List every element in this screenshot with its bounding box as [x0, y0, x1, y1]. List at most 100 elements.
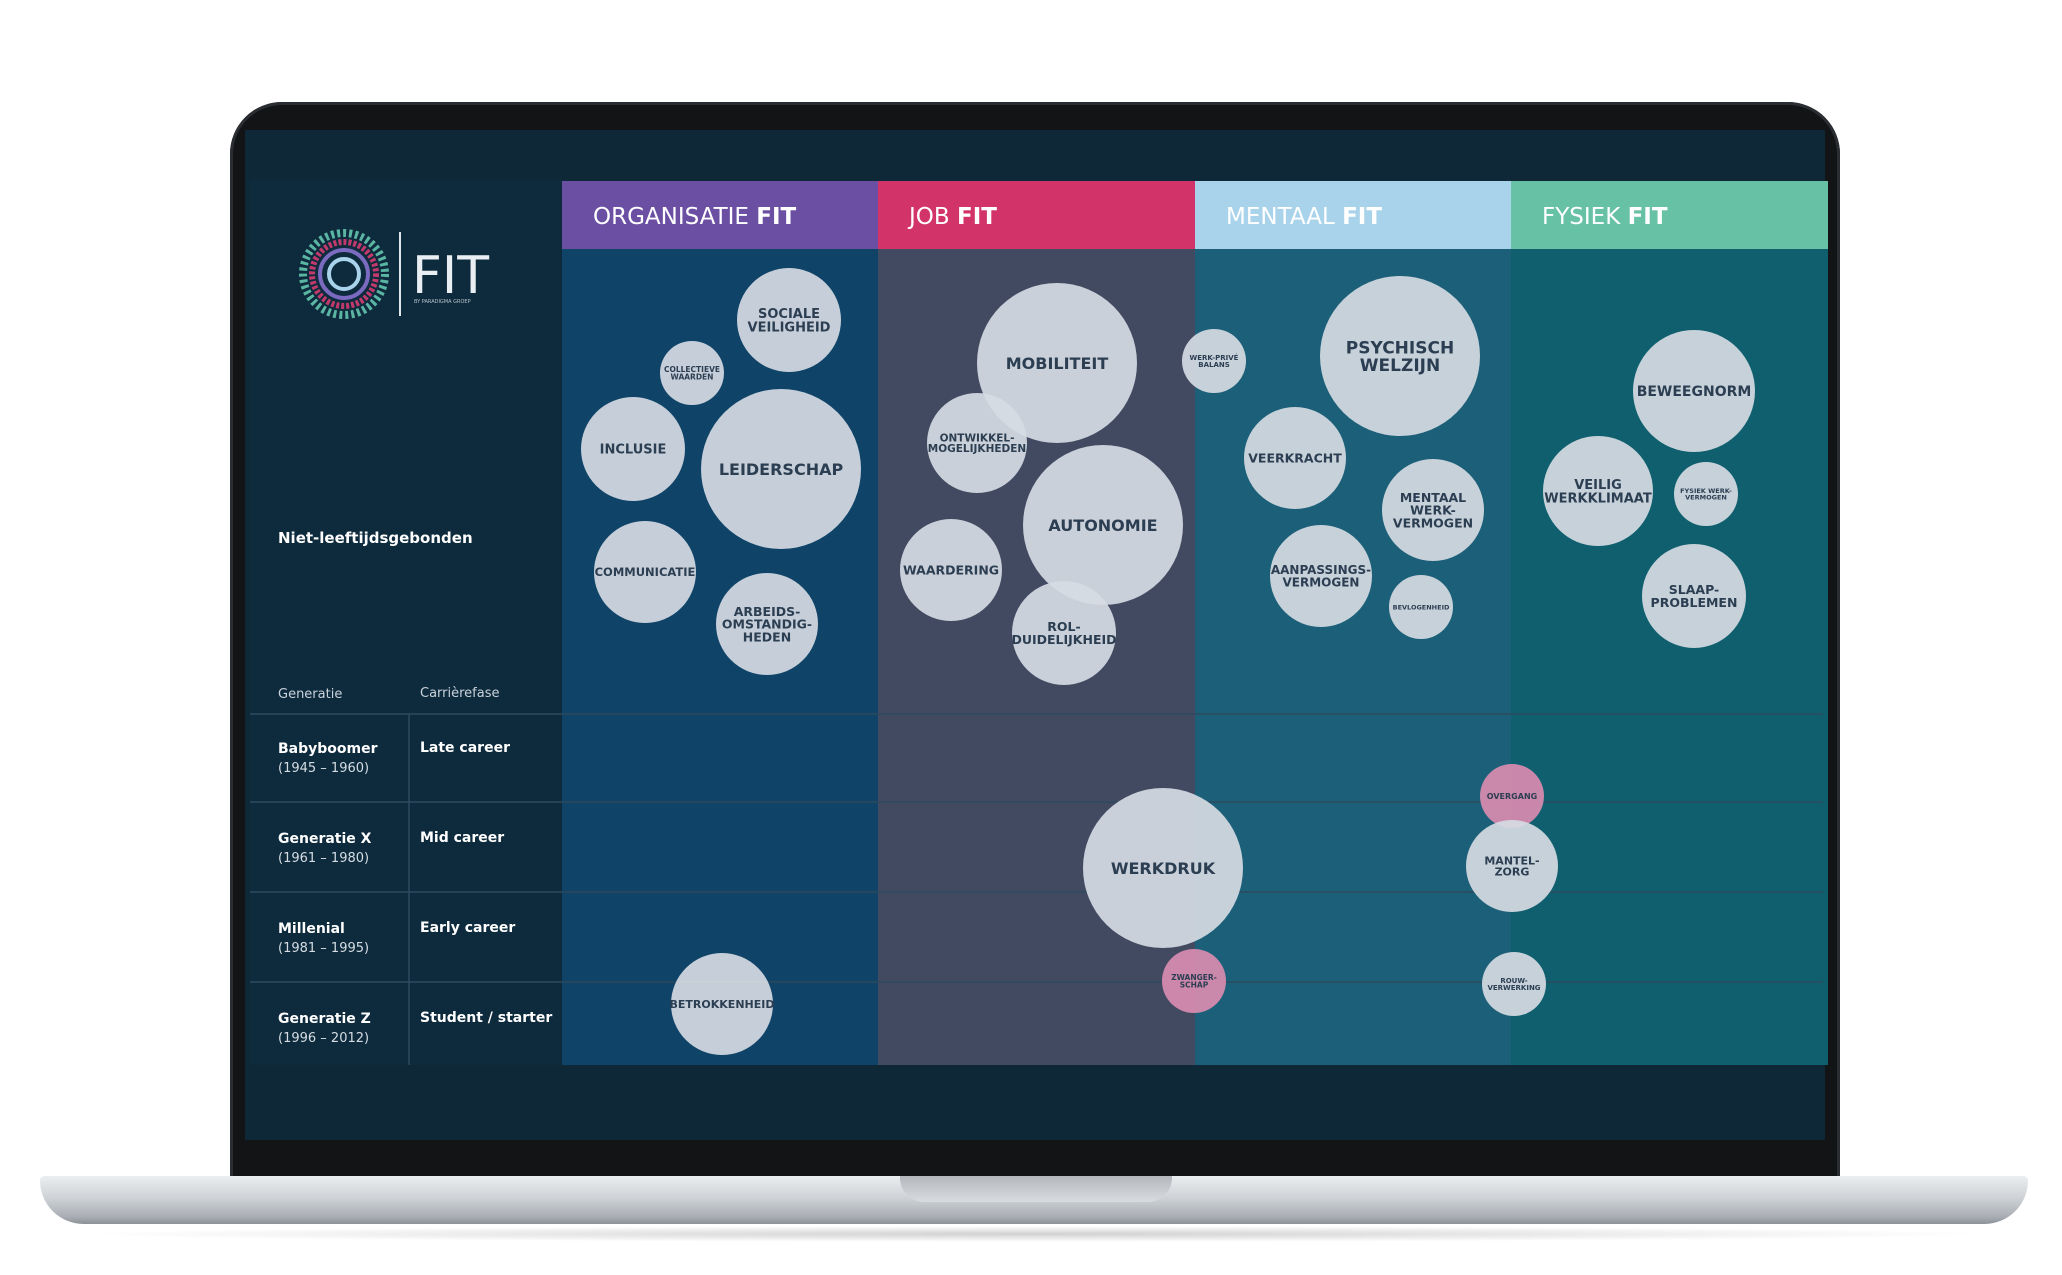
generation-years: (1996 – 2012) [278, 1031, 369, 1046]
grid-lines [250, 713, 1823, 1065]
column-header-fit: FIT [1342, 204, 1382, 230]
bubble-label: ROL- [1047, 619, 1080, 634]
bubble-circle [1083, 788, 1243, 948]
bubble-circle [1182, 329, 1246, 393]
logo-ring-icon-inner [309, 239, 379, 309]
bubble-label: VERMOGEN [1685, 494, 1727, 502]
laptop-notch [900, 1176, 1172, 1202]
column-header [878, 181, 1195, 249]
bubble-label: SOCIALE [758, 307, 820, 322]
bubble-label: WELZIJN [1360, 356, 1440, 376]
bubble-label: OMSTANDIG- [722, 617, 812, 632]
laptop-shadow [70, 1226, 1998, 1242]
bubble-circle [1480, 764, 1544, 828]
bubble-label: ARBEIDS- [734, 604, 801, 619]
bubble-rouwverwerking: ROUW-VERWERKING [1482, 952, 1546, 1016]
bubble-label: BALANS [1198, 361, 1230, 369]
column-header-label: FYSIEK FIT [1542, 204, 1668, 230]
bubble-circle [660, 341, 724, 405]
bubble-label: WERK- [1410, 503, 1456, 518]
bubble-veerkracht: VEERKRACHT [1244, 407, 1346, 509]
bubble-mantelzorg: MANTEL-ZORG [1466, 820, 1558, 912]
bubble-label: MENTAAL [1400, 490, 1466, 505]
bubble-circle [716, 573, 818, 675]
bubble-communicatie: COMMUNICATIE [594, 521, 696, 623]
column-header-prefix: ORGANISATIE [593, 204, 756, 230]
bubble-circle [1320, 276, 1480, 436]
bubble-label: COLLECTIEVE [664, 365, 720, 374]
bubble-label: PSYCHISCH [1346, 338, 1454, 358]
bubble-circle [1642, 544, 1746, 648]
bubble-label: SCHAP [1180, 981, 1209, 990]
bubble-label: PROBLEMEN [1651, 595, 1738, 610]
bubble-label: HEDEN [743, 629, 791, 644]
bubble-aanpassingsvermogen: AANPASSINGS-VERMOGEN [1270, 525, 1372, 627]
bubble-label: VERMOGEN [1283, 575, 1360, 589]
bubble-label: SLAAP- [1669, 582, 1719, 597]
bubble-circle [1023, 445, 1183, 605]
bubble-circle [701, 389, 861, 549]
bubble-label: VERMOGEN [1393, 515, 1473, 530]
bubble-label: VEILIGHEID [748, 320, 831, 335]
bubble-circle [927, 393, 1027, 493]
generation-row-millenial: Millenial (1981 – 1995) Early career [278, 920, 515, 956]
column-header-prefix: MENTAAL [1226, 204, 1342, 230]
bubble-label: BETROKKENHEID [670, 998, 775, 1011]
bubble-circle [1674, 462, 1738, 526]
bubble-zwangerschap: ZWANGER-SCHAP [1162, 949, 1226, 1013]
bubble-label: WERKDRUK [1111, 859, 1216, 878]
bubble-circle [1543, 436, 1653, 546]
column-header-label: MENTAAL FIT [1226, 204, 1382, 230]
bubble-label: MOGELIJKHEDEN [928, 443, 1026, 455]
column-header-prefix: JOB [907, 204, 957, 230]
bubble-label: ZWANGER- [1171, 973, 1217, 982]
bubble-circle [671, 953, 773, 1055]
bubble-ontwikkelmogelijkheden: ONTWIKKEL-MOGELIJKHEDEN [927, 393, 1027, 493]
bubble-label: WAARDERING [903, 563, 999, 578]
bubble-circle [1633, 330, 1755, 452]
bubble-betrokkenheid: BETROKKENHEID [670, 953, 775, 1055]
bubble-leiderschap: LEIDERSCHAP [701, 389, 861, 549]
bubble-label: ZORG [1495, 866, 1530, 879]
bubble-label: MANTEL- [1484, 854, 1539, 867]
bubble-label: FYSIEK WERK- [1680, 487, 1732, 495]
generation-name: Generatie X [278, 831, 372, 847]
bubble-circle [1270, 525, 1372, 627]
bubble-label: AUTONOMIE [1048, 516, 1157, 535]
bubble-rolduidelijkheid: ROL-DUIDELIJKHEID [1011, 581, 1117, 685]
career-phase: Mid career [420, 830, 504, 846]
column-header [1195, 181, 1512, 249]
bubble-label: OVERGANG [1487, 792, 1537, 801]
generation-years: (1981 – 1995) [278, 941, 369, 956]
bubble-label: INCLUSIE [600, 443, 667, 458]
bubble-label: WERKKLIMAAT [1544, 491, 1652, 506]
column-header-fit: FIT [1628, 204, 1668, 230]
bubble-label: AANPASSINGS- [1271, 563, 1371, 577]
bubble-circle [581, 397, 685, 501]
generation-row-generatie-z: Generatie Z (1996 – 2012) Student / star… [278, 1010, 552, 1046]
col-header-carrierefase: Carrièrefase [420, 686, 500, 701]
generation-years: (1945 – 1960) [278, 761, 369, 776]
bubble-autonomie: AUTONOMIE [1023, 445, 1183, 605]
bubble-label: WAARDEN [671, 373, 714, 382]
bubble-circle [1012, 581, 1116, 685]
column-header-prefix: FYSIEK [1542, 204, 1628, 230]
career-phase: Student / starter [420, 1010, 552, 1026]
column-header-fit: FIT [957, 204, 997, 230]
generation-name: Generatie Z [278, 1011, 371, 1027]
generation-name: Babyboomer [278, 741, 378, 757]
bubble-label: ONTWIKKEL- [940, 432, 1015, 444]
bubble-fysiek-werkvermogen: FYSIEK WERK-VERMOGEN [1674, 462, 1738, 526]
logo-wordmark: FIT [412, 246, 489, 306]
column-header [1511, 181, 1828, 249]
bubble-label: DUIDELIJKHEID [1011, 632, 1116, 647]
bubble-waardering: WAARDERING [900, 519, 1002, 621]
column-header-label: ORGANISATIE FIT [593, 204, 797, 230]
bubble-circle [1482, 952, 1546, 1016]
column-header [562, 181, 879, 249]
